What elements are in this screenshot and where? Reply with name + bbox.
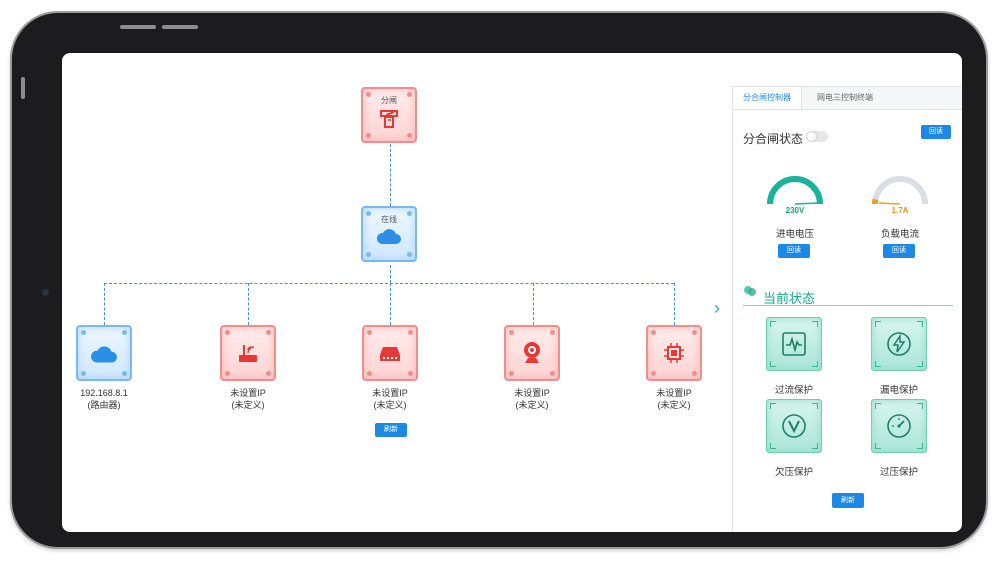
read-back-button[interactable]: 回读 <box>921 125 951 139</box>
switch-state-toggle[interactable] <box>806 131 828 142</box>
router-device[interactable] <box>76 325 132 381</box>
cloud-device[interactable]: 在线 <box>361 206 417 262</box>
breaker-device[interactable]: 分闸 <box>361 87 417 143</box>
connector-line <box>248 283 249 325</box>
device-type: (未定义) <box>231 400 265 410</box>
connector-line <box>390 144 391 206</box>
connector-line <box>390 265 391 283</box>
tab-breaker-controller[interactable]: 分合闸控制器 <box>733 87 802 109</box>
undervoltage-protection-tile[interactable] <box>766 399 822 453</box>
connector-line <box>674 283 675 325</box>
gauge-icon <box>887 414 911 438</box>
connector-line <box>104 283 105 325</box>
device-caption: 未设置IP (未定义) <box>345 387 435 411</box>
voltage-value: 230V <box>785 206 805 215</box>
current-gauge <box>871 176 928 205</box>
panel-refresh-button[interactable]: 刷新 <box>832 493 864 508</box>
device-type: (未定义) <box>515 400 549 410</box>
leakage-label: 漏电保护 <box>879 385 918 396</box>
app-screen: 分闸 在线 192.168.8.1 (路由器) <box>62 53 962 532</box>
camera-device[interactable] <box>504 325 560 381</box>
tablet-frame: 分闸 在线 192.168.8.1 (路由器) <box>12 13 986 547</box>
lightning-icon <box>887 332 911 356</box>
device-type: (未定义) <box>657 400 691 410</box>
device-status-label: 在线 <box>381 215 397 224</box>
control-panel: 分合闸控制器 网电三控制终端 分合闸状态 回读 230V 进电电压 回读 1.7… <box>732 86 962 532</box>
voltage-label: 进电电压 <box>775 229 814 240</box>
device-ip: 未设置IP <box>230 388 266 398</box>
voltage-read-button[interactable]: 回读 <box>778 244 810 258</box>
device-type: (路由器) <box>87 400 121 410</box>
device-ip: 未设置IP <box>372 388 408 398</box>
breaker-icon <box>380 110 398 128</box>
switch-state-label: 分合闸状态 <box>743 132 804 146</box>
router-icon <box>239 345 257 362</box>
webcam-icon <box>524 342 540 363</box>
waveform-icon <box>782 332 806 356</box>
v-letter-icon <box>782 414 806 438</box>
status-bubbles-icon <box>744 286 756 296</box>
current-value: 1.7A <box>891 206 909 215</box>
device-ip: 192.168.8.1 <box>80 388 128 398</box>
overcurrent-protection-tile[interactable] <box>766 317 822 371</box>
current-state-title: 当前状态 <box>763 291 816 306</box>
switch-icon <box>380 347 400 361</box>
power-button <box>21 77 25 99</box>
device-caption: 未设置IP (未定义) <box>487 387 577 411</box>
volume-button <box>120 25 156 29</box>
camera-lens <box>41 288 50 297</box>
leakage-protection-tile[interactable] <box>871 317 927 371</box>
connector-line <box>104 283 674 284</box>
device-caption: 192.168.8.1 (路由器) <box>62 387 149 411</box>
undervoltage-label: 欠压保护 <box>774 467 813 478</box>
overvoltage-protection-tile[interactable] <box>871 399 927 453</box>
wifi-router-device[interactable] <box>220 325 276 381</box>
connector-line <box>390 283 391 325</box>
chip-device[interactable] <box>646 325 702 381</box>
connector-line <box>533 283 534 325</box>
device-type: (未定义) <box>373 400 407 410</box>
section-divider <box>743 305 953 306</box>
refresh-button[interactable]: 刷新 <box>375 423 407 437</box>
overvoltage-label: 过压保护 <box>879 467 918 478</box>
cloud-icon <box>91 346 117 363</box>
device-status-label: 分闸 <box>381 96 397 105</box>
device-ip: 未设置IP <box>514 388 550 398</box>
device-caption: 未设置IP (未定义) <box>203 387 293 411</box>
chip-icon <box>664 343 684 363</box>
switch-device[interactable] <box>362 325 418 381</box>
voltage-gauge <box>767 176 823 205</box>
tab-grid-terminal[interactable]: 网电三控制终端 <box>817 93 873 102</box>
volume-button <box>162 25 198 29</box>
cloud-icon <box>376 229 401 244</box>
device-caption: 未设置IP (未定义) <box>629 387 719 411</box>
device-ip: 未设置IP <box>656 388 692 398</box>
current-read-button[interactable]: 回读 <box>883 244 915 258</box>
panel-tabs: 分合闸控制器 网电三控制终端 <box>733 87 962 110</box>
overcurrent-label: 过流保护 <box>774 385 813 396</box>
current-label: 负载电流 <box>880 229 919 240</box>
